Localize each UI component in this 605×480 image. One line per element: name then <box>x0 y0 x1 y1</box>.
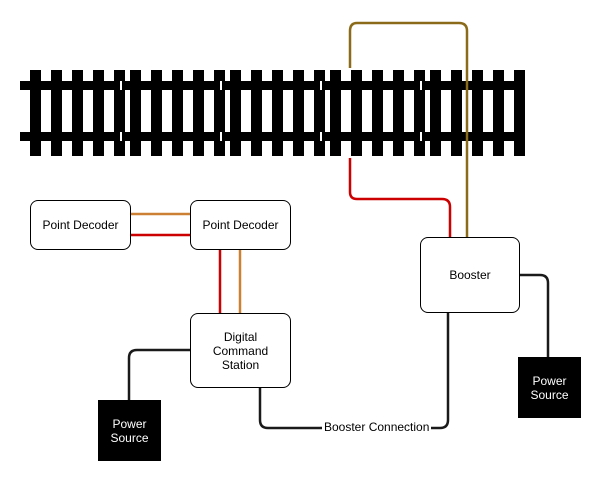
sleeper-21 <box>451 70 462 156</box>
point-decoder-2-label: Point Decoder <box>202 218 279 232</box>
booster-label: Booster <box>449 268 491 282</box>
booster[interactable]: Booster <box>420 237 520 313</box>
point-decoder-1[interactable]: Point Decoder <box>30 200 131 250</box>
sleeper-9 <box>214 70 225 156</box>
power-left-line2: Source <box>110 430 149 445</box>
power-source-right[interactable]: Power Source <box>518 357 581 418</box>
sleeper-3 <box>93 70 104 156</box>
rail-top <box>20 81 517 90</box>
track-sleepers <box>30 70 525 156</box>
sleeper-4 <box>114 70 125 156</box>
sleeper-11 <box>251 70 262 156</box>
booster-track-wire-brown <box>348 21 469 237</box>
sleeper-12 <box>272 70 283 156</box>
digital-command-station[interactable]: Digital Command Station <box>190 313 291 388</box>
dcs-label-line1: Digital <box>223 329 258 344</box>
power-right-line2: Source <box>530 387 569 402</box>
sleeper-16 <box>351 70 362 156</box>
sleeper-6 <box>151 70 162 156</box>
power-right-wire <box>520 273 550 357</box>
sleeper-22 <box>472 70 483 156</box>
sleeper-13 <box>293 70 304 156</box>
sleeper-23 <box>493 70 504 156</box>
sleeper-7 <box>172 70 183 156</box>
sleeper-24 <box>514 70 525 156</box>
point-decoder-1-label: Point Decoder <box>42 218 119 232</box>
sleeper-8 <box>193 70 204 156</box>
sleeper-20 <box>430 70 441 156</box>
dcs-label-line2: Command <box>212 343 269 358</box>
booster-connection-label: Booster Connection <box>322 420 432 434</box>
sleeper-10 <box>230 70 241 156</box>
rail-joints <box>120 81 422 141</box>
booster-track-wire-red <box>348 158 452 237</box>
sleeper-19 <box>414 70 425 156</box>
sleeper-14 <box>314 70 325 156</box>
sleeper-18 <box>393 70 404 156</box>
sleeper-5 <box>130 70 141 156</box>
dcs-label-line3: Station <box>221 357 260 372</box>
sleeper-17 <box>372 70 383 156</box>
power-left-wire <box>127 348 190 400</box>
power-source-left[interactable]: Power Source <box>98 400 161 461</box>
power-right-line1: Power <box>532 373 567 388</box>
point-decoder-2[interactable]: Point Decoder <box>190 200 291 250</box>
sleeper-0 <box>30 70 41 156</box>
power-left-line1: Power <box>112 416 147 431</box>
rail-bottom <box>20 132 517 141</box>
sleeper-1 <box>51 70 62 156</box>
sleeper-15 <box>330 70 341 156</box>
sleeper-2 <box>72 70 83 156</box>
